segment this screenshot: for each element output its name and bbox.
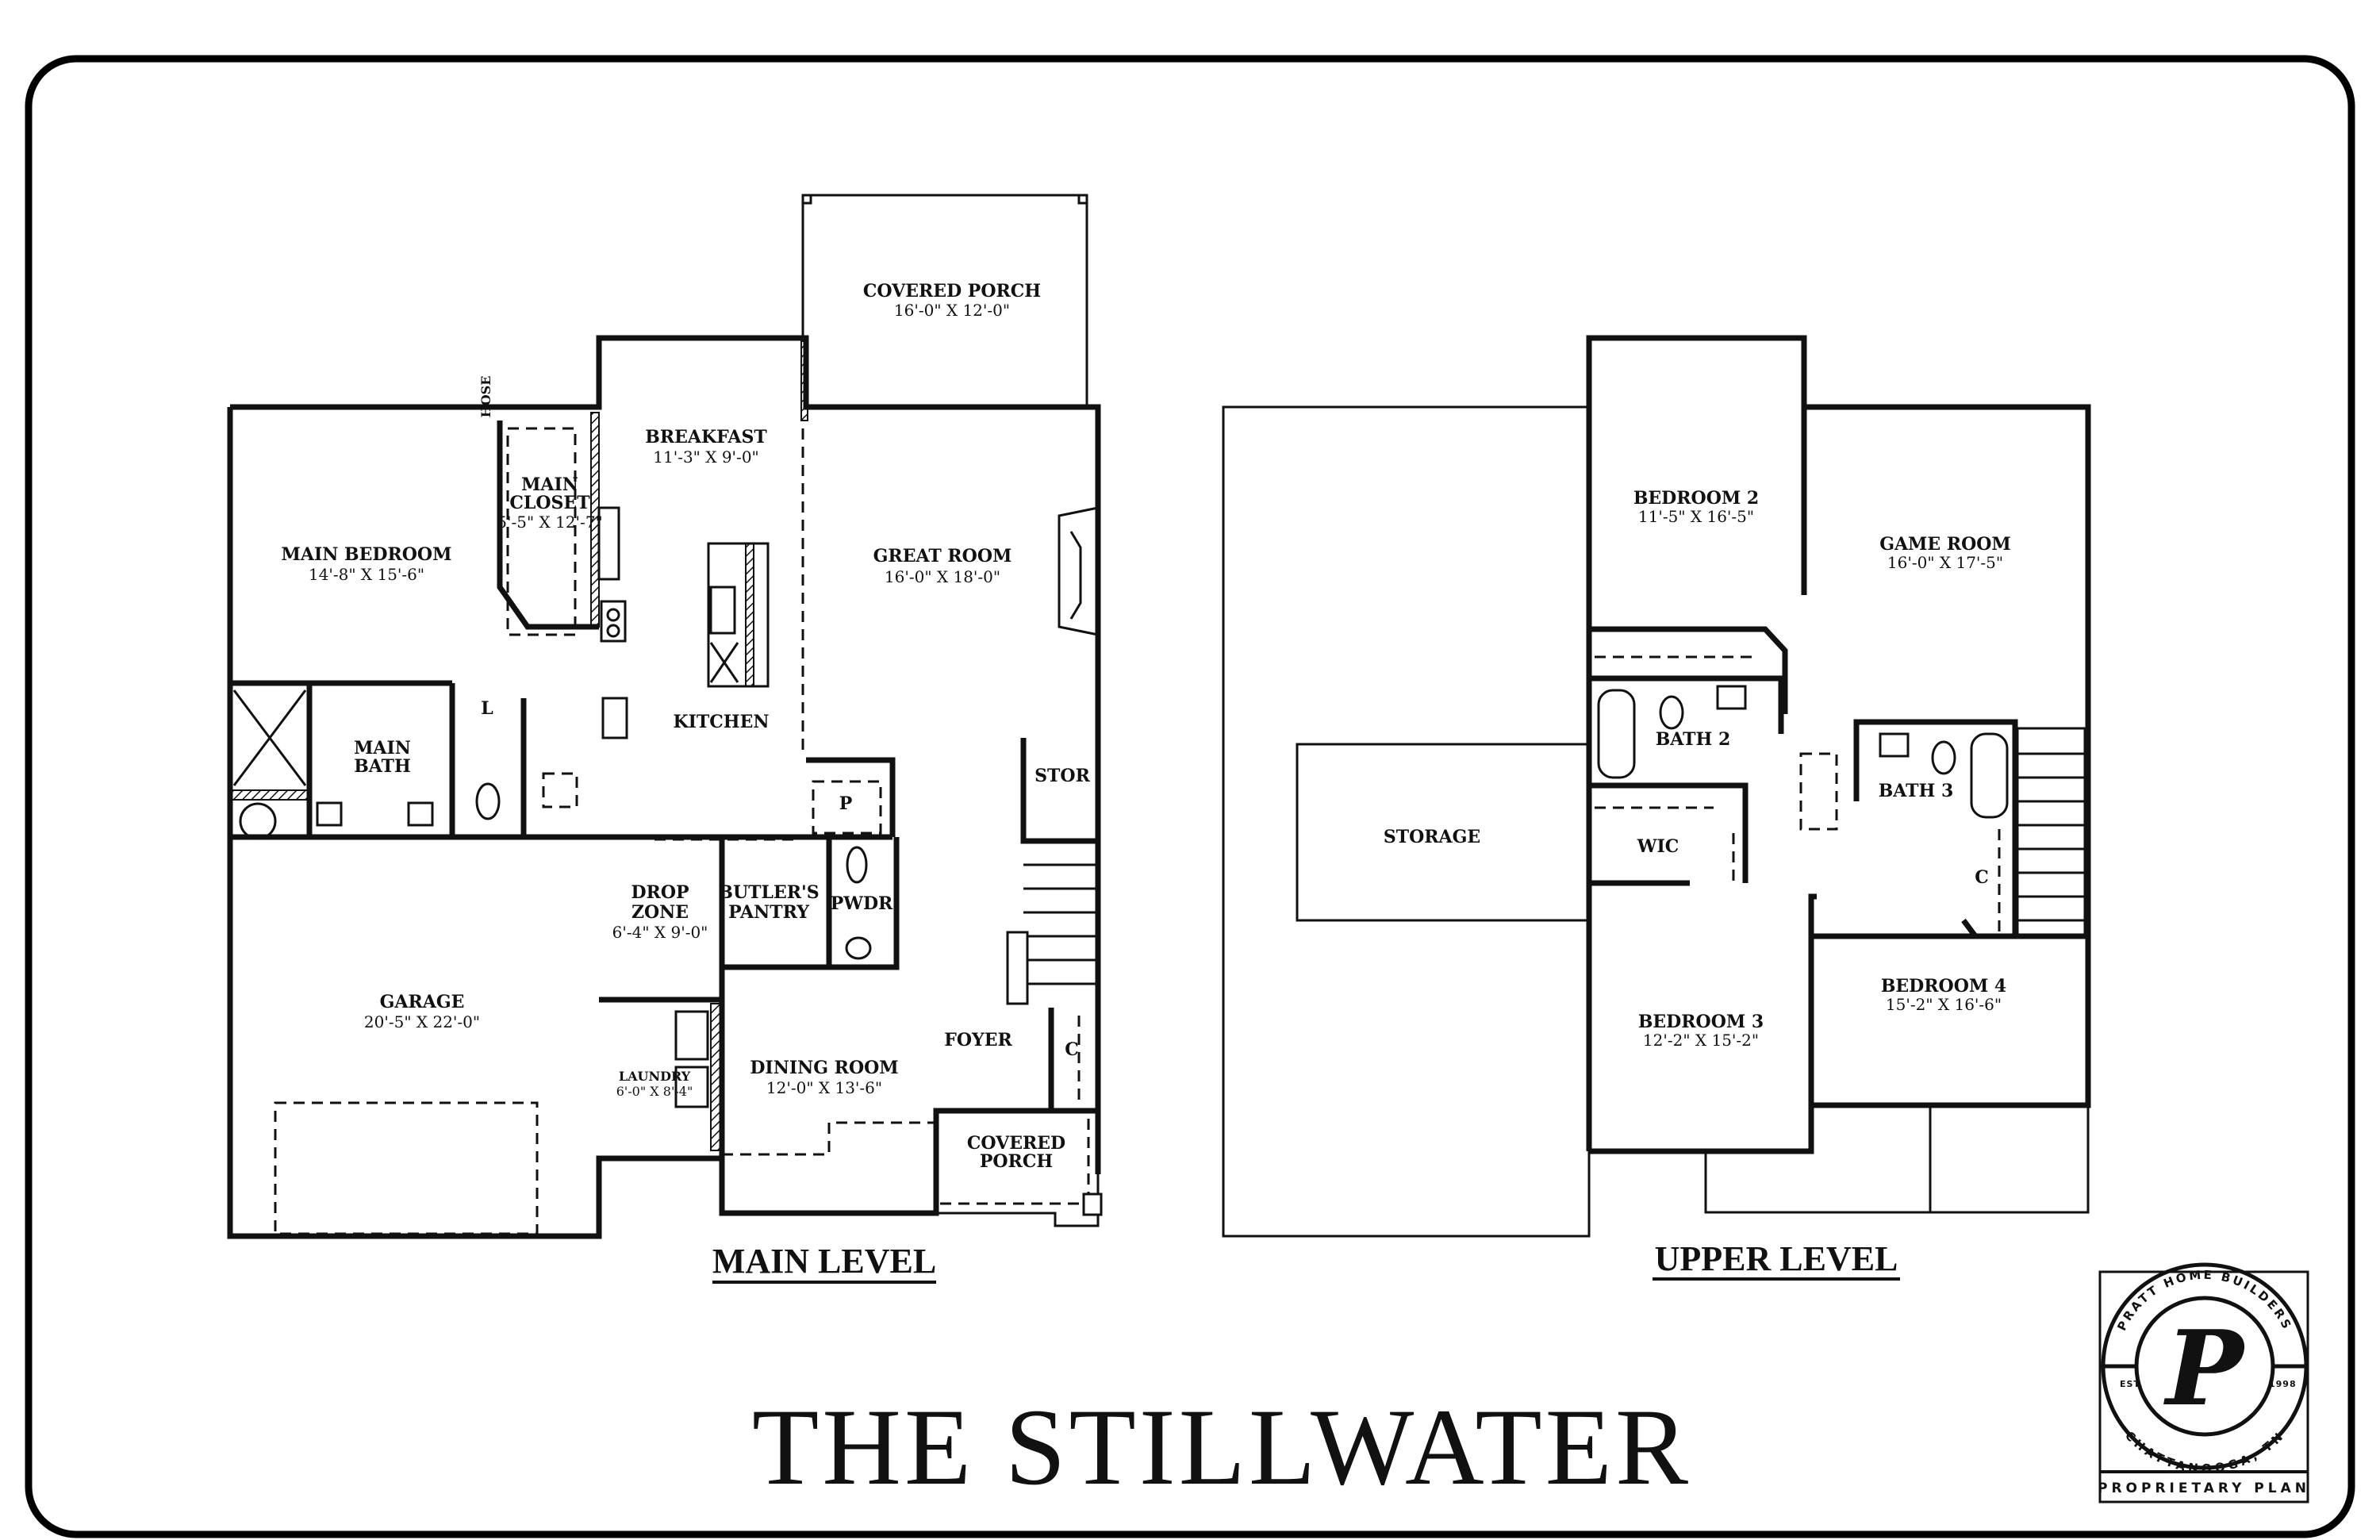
main-level-labels: COVERED PORCH 16'-0" X 12'-0" BREAKFAST … xyxy=(282,281,1091,1284)
room-label-stor: STOR xyxy=(1035,766,1090,786)
room-label-bedroom-2: BEDROOM 2 xyxy=(1633,488,1759,509)
stairs-upper xyxy=(2016,727,2086,938)
room-dims-main-bedroom: 14'-8" X 15'-6" xyxy=(309,565,424,584)
logo-band: PROPRIETARY PLAN xyxy=(2098,1480,2310,1496)
room-label-linen: L xyxy=(481,698,493,719)
room-label-main-bath-1: MAIN xyxy=(354,738,411,758)
logo-year: 1998 xyxy=(2269,1379,2297,1389)
room-dims-dining-room: 12'-0" X 13'-6" xyxy=(766,1078,882,1097)
room-label-drop-zone-1: DROP xyxy=(631,882,689,903)
room-label-game-room: GAME ROOM xyxy=(1879,534,2011,555)
room-label-main-bath-2: BATH xyxy=(354,756,411,777)
room-label-breakfast: BREAKFAST xyxy=(645,427,767,447)
room-label-covered-porch-rear: COVERED PORCH xyxy=(863,281,1041,301)
room-dims-bedroom-4: 15'-2" X 16'-6" xyxy=(1886,995,2002,1014)
builder-logo: PRATT HOME BUILDERS CHATTANOOGA, TN EST.… xyxy=(2098,1262,2310,1504)
room-label-covered-porch-front-1: COVERED xyxy=(967,1133,1065,1154)
room-label-main-bedroom: MAIN BEDROOM xyxy=(282,544,452,565)
logo-est: EST. xyxy=(2120,1379,2143,1389)
upper-level-labels: BEDROOM 2 11'-5" X 16'-5" GAME ROOM 16'-… xyxy=(1384,488,2011,1281)
room-dims-game-room: 16'-0" X 17'-5" xyxy=(1887,553,2003,572)
room-dims-bedroom-3: 12'-2" X 15'-2" xyxy=(1643,1031,1759,1050)
room-label-laundry: LAUNDRY xyxy=(619,1069,691,1084)
sheet-border xyxy=(25,55,2355,1538)
room-dims-breakfast: 11'-3" X 9'-0" xyxy=(653,447,759,467)
room-dims-garage: 20'-5" X 22'-0" xyxy=(364,1012,480,1031)
room-label-covered-porch-front-2: PORCH xyxy=(980,1151,1053,1172)
room-dims-laundry: 6'-0" X 8'-4" xyxy=(616,1084,693,1099)
room-label-coat-closet: C xyxy=(1065,1039,1079,1060)
stairs-main xyxy=(1006,863,1098,1005)
room-label-drop-zone-2: ZONE xyxy=(631,902,689,923)
room-label-closet-c: C xyxy=(1975,867,1989,888)
hose-label: HOSE xyxy=(478,376,493,418)
room-label-great-room: GREAT ROOM xyxy=(873,546,1012,566)
logo-monogram: P xyxy=(2163,1308,2246,1429)
room-label-wic: WIC xyxy=(1637,836,1679,857)
room-label-butlers-pantry-2: PANTRY xyxy=(728,902,809,923)
upper-level-plan xyxy=(1222,335,2091,1238)
room-dims-main-closet: 5'-5" X 12'-7" xyxy=(497,513,603,532)
room-dims-great-room: 16'-0" X 18'-0" xyxy=(885,567,1000,586)
room-label-garage: GARAGE xyxy=(380,992,465,1012)
room-label-bath-3: BATH 3 xyxy=(1879,781,1954,801)
room-label-bedroom-3: BEDROOM 3 xyxy=(1638,1012,1764,1032)
room-dims-drop-zone: 6'-4" X 9'-0" xyxy=(612,923,708,942)
room-label-main-closet-1: MAIN xyxy=(521,474,578,495)
room-dims-bedroom-2: 11'-5" X 16'-5" xyxy=(1638,507,1754,526)
upper-level-heading: UPPER LEVEL xyxy=(1655,1239,1898,1278)
room-label-foyer: FOYER xyxy=(944,1030,1012,1050)
room-label-powder: PWDR xyxy=(831,893,893,914)
room-label-kitchen: KITCHEN xyxy=(674,712,770,732)
room-label-butlers-pantry-1: BUTLER'S xyxy=(718,882,819,903)
room-label-pantry: P xyxy=(839,793,853,814)
room-dims-covered-porch-rear: 16'-0" X 12'-0" xyxy=(894,301,1010,320)
room-label-storage: STORAGE xyxy=(1384,827,1480,847)
room-label-bedroom-4: BEDROOM 4 xyxy=(1881,976,2006,997)
main-level-plan xyxy=(227,194,1103,1239)
room-label-main-closet-2: CLOSET xyxy=(509,493,590,513)
plan-title: THE STILLWATER xyxy=(752,1386,1691,1507)
room-label-bath-2: BATH 2 xyxy=(1656,729,1731,750)
main-level-heading: MAIN LEVEL xyxy=(712,1242,936,1281)
room-label-dining-room: DINING ROOM xyxy=(750,1058,898,1078)
